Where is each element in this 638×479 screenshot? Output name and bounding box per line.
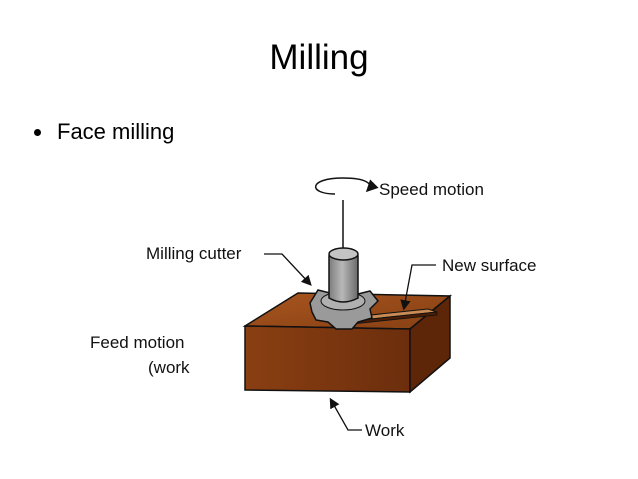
- rotation-arrow-icon: [314, 177, 379, 195]
- label-milling-cutter: Milling cutter: [146, 244, 242, 263]
- work-leader: [329, 397, 362, 431]
- workpiece-front-face: [244, 325, 411, 393]
- label-feed-motion-line1: Feed motion: [90, 333, 185, 352]
- workpiece-side-face: [409, 294, 451, 394]
- label-work: Work: [365, 421, 405, 440]
- label-new-surface: New surface: [442, 256, 536, 275]
- label-speed-motion: Speed motion: [379, 180, 484, 199]
- milling-cutter: [309, 247, 380, 330]
- bullet-text: Face milling: [57, 119, 175, 144]
- new-surface-leader: [400, 264, 436, 311]
- bullet-dot: [34, 128, 41, 136]
- milling-cutter-leader: [264, 253, 312, 286]
- label-feed-motion-line2: (work: [148, 358, 190, 377]
- slide-title: Milling: [269, 38, 369, 77]
- cutter-shaft-top: [328, 247, 359, 261]
- bullet-item-face-milling: Face milling: [34, 119, 174, 145]
- cutter-shaft: [328, 255, 359, 303]
